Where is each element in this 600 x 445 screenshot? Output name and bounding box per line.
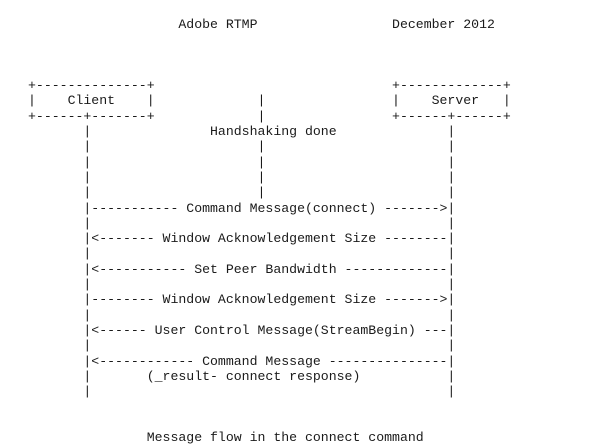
lifeline-row: | | | bbox=[28, 185, 456, 201]
handshaking-done-label: | Handshaking done | bbox=[28, 124, 456, 140]
lifeline-row: | | bbox=[28, 215, 456, 231]
lifeline-row: | | bbox=[28, 277, 456, 293]
set-peer-bandwidth-arrow: |<----------- Set Peer Bandwidth -------… bbox=[28, 261, 456, 277]
blank-line bbox=[28, 415, 511, 430]
window-ack-size-arrow-to-server: |-------- Window Acknowledgement Size --… bbox=[28, 292, 456, 308]
lifeline-row: | | | bbox=[28, 169, 456, 185]
user-control-message-arrow: |<------ User Control Message(StreamBegi… bbox=[28, 322, 456, 338]
client-server-labels: | Client | | | Server | bbox=[28, 93, 511, 109]
command-message-result-arrow: |<------------ Command Message ---------… bbox=[28, 353, 456, 369]
blank-line bbox=[28, 63, 511, 78]
lifeline-row: | | bbox=[28, 384, 456, 400]
page-header: Adobe RTMP December 2012 bbox=[28, 17, 495, 32]
lifeline-row: | | bbox=[28, 307, 456, 323]
rtmp-connect-message-flow-diagram: Adobe RTMP December 2012 +--------------… bbox=[28, 17, 511, 445]
blank-line bbox=[28, 399, 511, 414]
client-server-box-top: +--------------+ +-------------+ bbox=[28, 78, 511, 94]
blank-line bbox=[28, 48, 511, 63]
command-message-connect-arrow: |----------- Command Message(connect) --… bbox=[28, 200, 456, 216]
blank-line bbox=[28, 32, 511, 47]
lifeline-row: | | | bbox=[28, 154, 456, 170]
figure-caption: Message flow in the connect command bbox=[28, 430, 424, 445]
lifeline-row: | | bbox=[28, 246, 456, 262]
lifeline-row: | | bbox=[28, 338, 456, 354]
window-ack-size-arrow-to-client: |<------- Window Acknowledgement Size --… bbox=[28, 231, 456, 247]
lifeline-row: | | | bbox=[28, 139, 456, 155]
result-connect-response-label: | (_result- connect response) | bbox=[28, 368, 456, 384]
client-server-box-bottom: +------+-------+ | +------+------+ bbox=[28, 108, 511, 124]
